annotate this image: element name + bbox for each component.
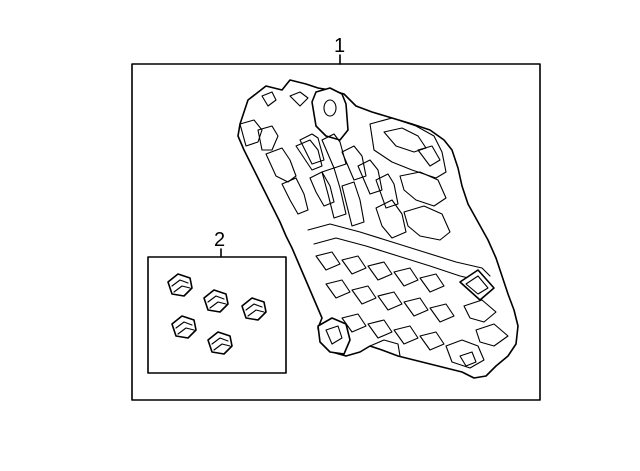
clips-illustration xyxy=(167,273,267,355)
callout-1-label: 1 xyxy=(334,35,345,57)
fuse-box-illustration xyxy=(237,79,519,379)
assembly-frame xyxy=(131,63,541,401)
clips-frame xyxy=(147,256,287,374)
callout-2-label: 2 xyxy=(214,229,225,251)
